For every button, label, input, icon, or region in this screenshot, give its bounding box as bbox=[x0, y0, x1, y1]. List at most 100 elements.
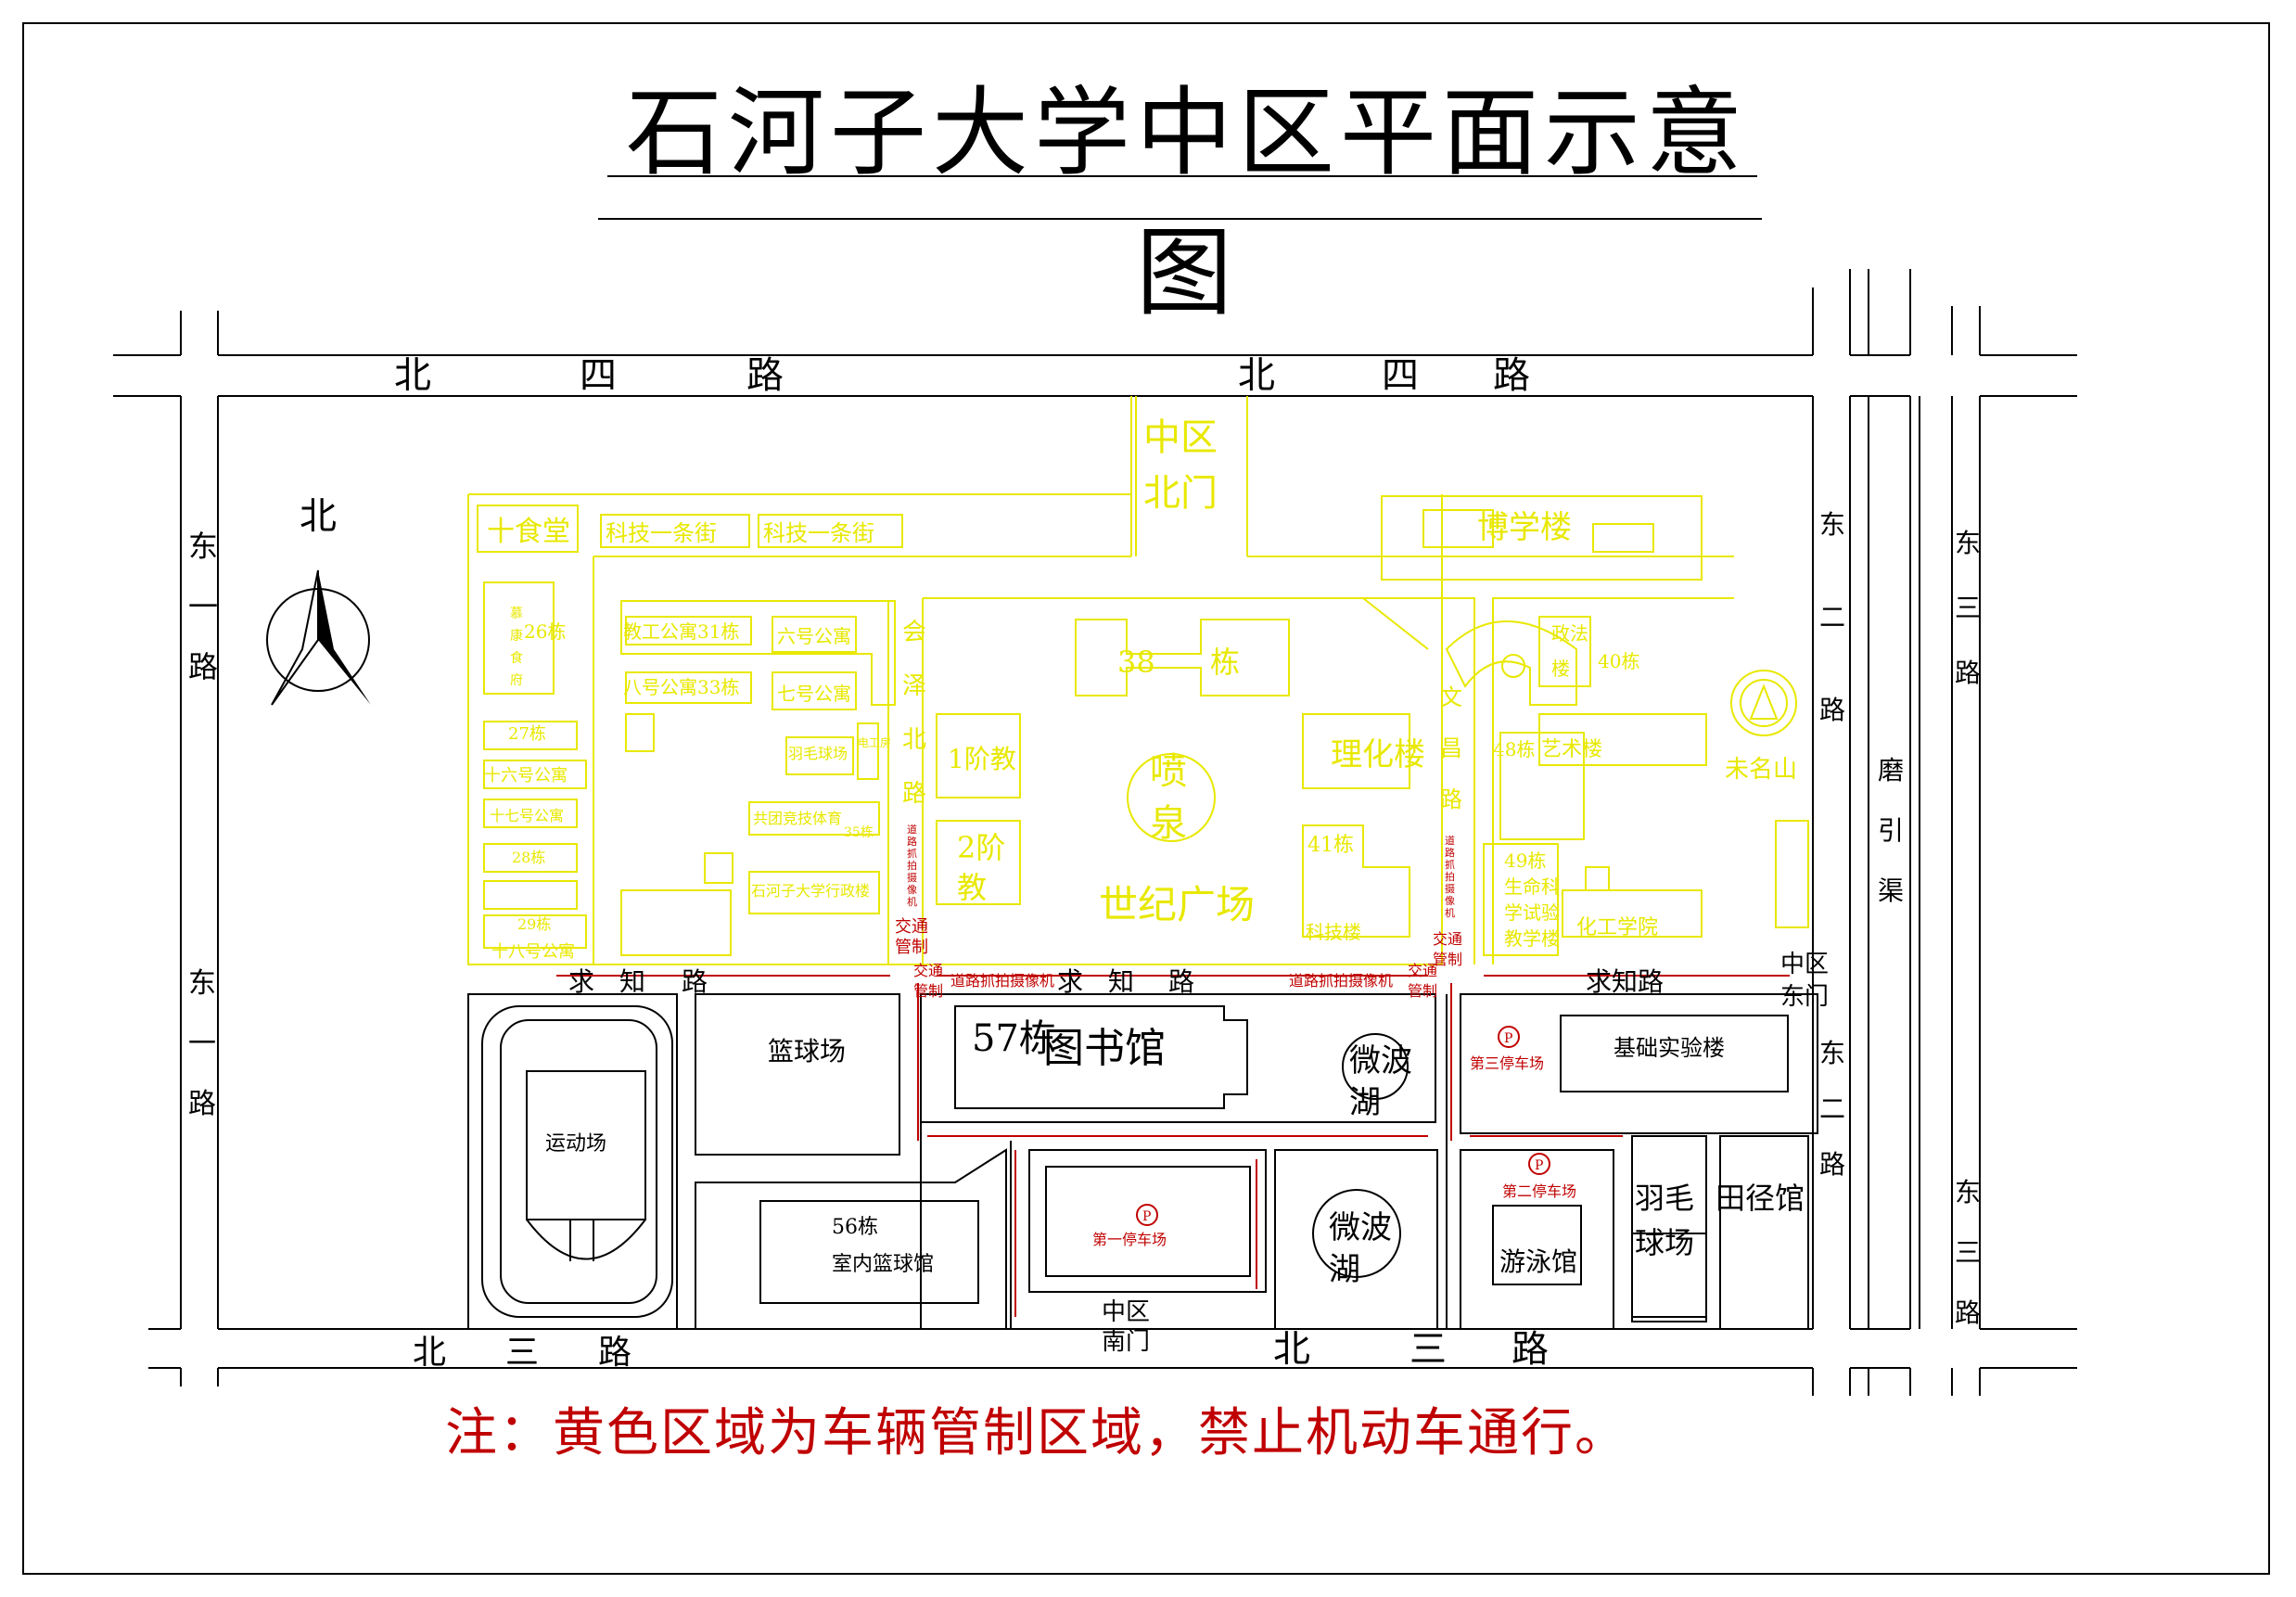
bldg-38: 38 bbox=[1117, 645, 1155, 680]
camera-label-v2: 拍 bbox=[1445, 870, 1455, 883]
traffic-control-3: 交通 bbox=[1433, 930, 1462, 948]
road-label-bei-san-west: 路 bbox=[598, 1334, 631, 1372]
camera-label-v2: 机 bbox=[1445, 906, 1455, 919]
road-label-dong-er-upper: 路 bbox=[1819, 695, 1845, 725]
map-frame bbox=[22, 22, 2270, 1575]
parking-2-label: 第二停车场 bbox=[1502, 1182, 1576, 1200]
camera-label-v1: 路 bbox=[907, 836, 917, 848]
track-field: 田径馆 bbox=[1716, 1181, 1805, 1216]
road-label-qiu-zhi-1: 知 bbox=[619, 966, 645, 997]
road-label-dong-er-lower: 二 bbox=[1819, 1093, 1845, 1124]
map-title: 石河子大学中区平面示意图 bbox=[625, 76, 1748, 329]
parking-1-label: 第一停车场 bbox=[1092, 1231, 1167, 1248]
camera-label-v1: 抓 bbox=[907, 847, 917, 860]
step-hall-1: 1阶教 bbox=[948, 744, 1016, 774]
camera-label-v2: 道 bbox=[1445, 834, 1455, 847]
yellow-zone bbox=[467, 396, 1809, 965]
canal-label-mo-yin-qu: 磨 bbox=[1878, 755, 1904, 786]
camera-label-v1: 机 bbox=[907, 895, 917, 908]
library: 图书馆 bbox=[1043, 1025, 1166, 1072]
road-label-dong-san-lower: 三 bbox=[1955, 1237, 1981, 1268]
bldg-27: 27栋 bbox=[508, 724, 546, 744]
apt-7: 七号公寓 bbox=[777, 683, 851, 705]
road-label-dong-yi-upper: 路 bbox=[188, 649, 218, 684]
century-plaza: 世纪广场 bbox=[1099, 882, 1255, 927]
stadium: 运动场 bbox=[545, 1132, 606, 1156]
parking-3-p: P bbox=[1504, 1031, 1512, 1046]
indoor-basketball-56: 56栋 bbox=[832, 1216, 878, 1239]
bldg-28: 28栋 bbox=[512, 849, 545, 866]
parking-markers bbox=[1136, 1026, 1550, 1226]
traffic-control-2: 交通 bbox=[913, 962, 943, 979]
apt-6: 六号公寓 bbox=[777, 625, 851, 647]
gate-east: 东门 bbox=[1780, 983, 1829, 1011]
road-label-qiu-zhi-2: 路 bbox=[1168, 966, 1194, 997]
south-buildings bbox=[467, 993, 1818, 1330]
basketball-court: 篮球场 bbox=[768, 1036, 846, 1067]
parking-icon-2 bbox=[1528, 1153, 1550, 1175]
parking-icon-3 bbox=[1498, 1026, 1520, 1048]
camera-label-1: 道路抓拍摄像机 bbox=[950, 972, 1054, 990]
canteen-mokang: 府 bbox=[510, 673, 523, 688]
traffic-control-3: 管制 bbox=[1433, 951, 1462, 968]
chem-institute: 化工学院 bbox=[1576, 916, 1658, 939]
step-hall-2: 2阶 bbox=[957, 830, 1005, 865]
road-label-dong-yi-upper: 一 bbox=[188, 589, 218, 624]
step-hall-2: 教 bbox=[957, 870, 987, 905]
badminton-old: 羽毛球场 bbox=[788, 745, 848, 762]
bldg-26: 26栋 bbox=[524, 620, 566, 643]
road-label-hui-ze-bei: 路 bbox=[902, 780, 926, 808]
bldg-35: 35栋 bbox=[844, 824, 874, 840]
road-label-bei-si-west: 四 bbox=[580, 354, 617, 397]
micro-lake-1: 湖 bbox=[1349, 1084, 1381, 1121]
road-network bbox=[113, 269, 2077, 1396]
apt-16: 十六号公寓 bbox=[484, 766, 568, 786]
bldg-57: 57栋 bbox=[972, 1017, 1056, 1060]
swimming-pool: 游泳馆 bbox=[1499, 1246, 1577, 1277]
basic-lab: 基础实验楼 bbox=[1614, 1035, 1725, 1061]
bldg-29: 29栋 bbox=[517, 915, 551, 933]
gate-north: 中区 bbox=[1143, 416, 1218, 459]
canteen-mokang: 食 bbox=[510, 650, 523, 666]
parking-2-p: P bbox=[1535, 1158, 1543, 1173]
bldg-48: 48栋 bbox=[1493, 738, 1535, 760]
bldg-38: 栋 bbox=[1210, 645, 1240, 680]
art-bldg: 艺术楼 bbox=[1541, 738, 1602, 761]
gate-east: 中区 bbox=[1780, 951, 1829, 978]
bldg-49: 学试验 bbox=[1504, 901, 1560, 924]
fountain: 泉 bbox=[1150, 802, 1187, 845]
road-label-dong-yi-lower: 一 bbox=[188, 1028, 216, 1060]
camera-label-v2: 路 bbox=[1445, 847, 1455, 859]
apt-18: 十八号公寓 bbox=[491, 942, 575, 962]
road-label-bei-si-west: 北 bbox=[394, 354, 431, 397]
road-label-dong-san-upper: 路 bbox=[1955, 658, 1981, 688]
micro-lake-2: 微波 bbox=[1329, 1209, 1392, 1246]
fountain: 喷 bbox=[1150, 750, 1187, 793]
bldg-49: 教学楼 bbox=[1504, 927, 1560, 950]
bldg-49: 生命科 bbox=[1504, 875, 1560, 898]
road-label-dong-yi-upper: 东 bbox=[188, 529, 218, 564]
road-label-dong-san-lower: 路 bbox=[1955, 1297, 1981, 1328]
canal-label-mo-yin-qu: 引 bbox=[1878, 815, 1904, 846]
keji-bldg: 科技楼 bbox=[1306, 921, 1361, 943]
zhengfa-bldg: 政法 bbox=[1551, 622, 1588, 645]
boxue-bldg: 博学楼 bbox=[1477, 509, 1572, 546]
canal-label-mo-yin-qu: 渠 bbox=[1878, 875, 1904, 906]
parking-icon-1 bbox=[1136, 1204, 1158, 1226]
traffic-control-4: 交通 bbox=[1408, 962, 1437, 979]
camera-label-v1: 拍 bbox=[907, 859, 917, 872]
keji-street-2: 科技一条街 bbox=[763, 520, 874, 546]
indoor-basketball-56: 室内篮球馆 bbox=[832, 1253, 934, 1276]
weiming-hill: 未名山 bbox=[1725, 756, 1797, 784]
camera-label-v1: 道 bbox=[907, 823, 917, 836]
road-label-bei-si-east: 北 bbox=[1238, 354, 1275, 397]
road-label-dong-san-upper: 东 bbox=[1955, 528, 1981, 558]
road-label-dong-er-lower: 路 bbox=[1819, 1149, 1845, 1180]
road-label-dong-er-upper: 东 bbox=[1819, 509, 1845, 540]
traffic-control-2: 管制 bbox=[913, 982, 943, 1000]
road-label-bei-si-east: 四 bbox=[1382, 354, 1419, 397]
micro-lake-2: 湖 bbox=[1329, 1251, 1360, 1288]
badminton-court: 羽毛 bbox=[1635, 1181, 1694, 1216]
road-label-dong-yi-lower: 路 bbox=[188, 1088, 216, 1120]
camera-label-v2: 摄 bbox=[1445, 882, 1455, 895]
